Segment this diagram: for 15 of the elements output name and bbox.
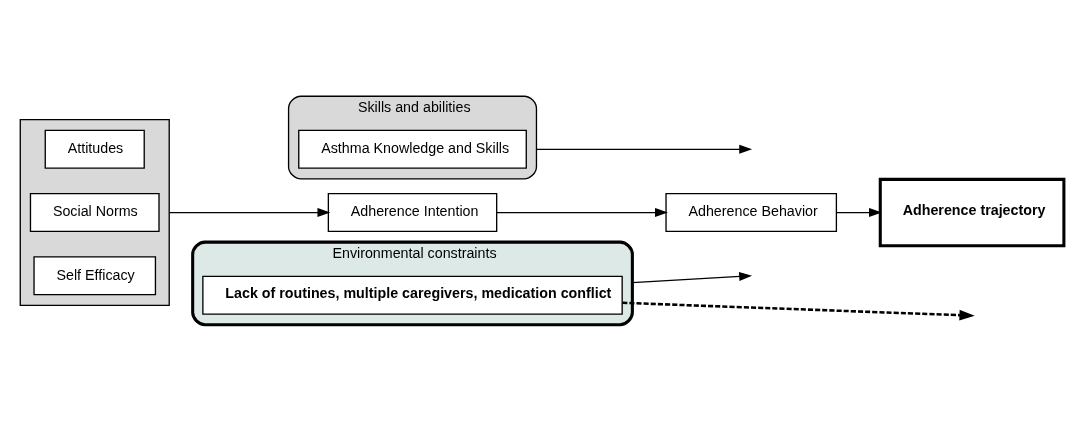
- node-box: Adherence Behavior: [665, 193, 838, 233]
- arrow: [835, 208, 882, 218]
- node-box: Adherence trajectory: [878, 177, 1066, 248]
- arrow: [535, 144, 753, 154]
- cluster: [19, 119, 170, 307]
- node-box: Attitudes: [44, 129, 145, 169]
- arrow: [168, 208, 331, 218]
- arrow: [622, 301, 975, 321]
- node-box: Social Norms: [29, 193, 160, 233]
- node-box: Self Efficacy: [33, 256, 157, 296]
- arrow: [496, 208, 668, 218]
- node-box: Adherence Intention: [327, 193, 498, 233]
- arrow: [631, 271, 753, 284]
- node-box: Asthma Knowledge and Skills: [298, 129, 527, 169]
- node-box: Lack of routines, multiple caregivers, medication conflict: [202, 275, 623, 315]
